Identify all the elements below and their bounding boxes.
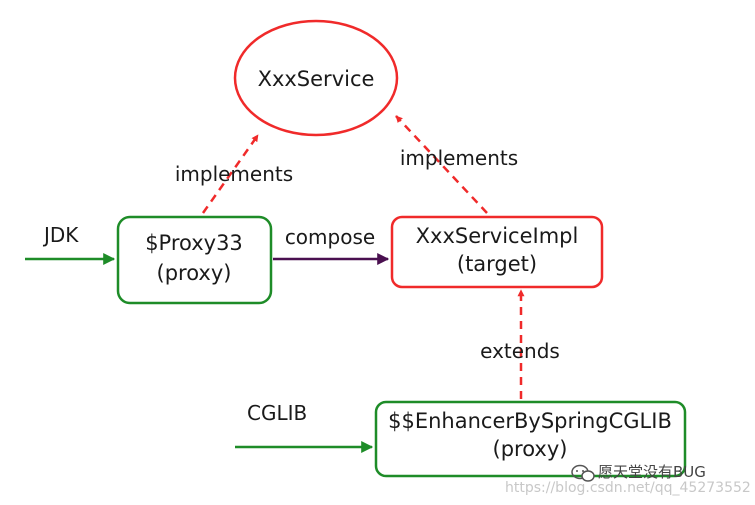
node-impl: XxxServiceImpl (target) bbox=[390, 215, 604, 289]
cglib-proxy-box bbox=[374, 400, 687, 478]
edge-implements-left: implements bbox=[175, 134, 293, 214]
jdk-proxy-box bbox=[116, 215, 273, 305]
wechat-icon bbox=[571, 464, 595, 482]
target-name: XxxServiceImpl bbox=[416, 224, 579, 248]
cglib-proxy-name: $$EnhancerBySpringCGLIB bbox=[388, 409, 672, 433]
watermark: 愿天堂没有BUG https://blog.csdn.net/qq_452735… bbox=[505, 463, 751, 496]
cglib-proxy-role: (proxy) bbox=[493, 437, 568, 461]
watermark-url: https://blog.csdn.net/qq_45273552 bbox=[505, 480, 751, 496]
edge-compose: compose bbox=[273, 225, 390, 265]
extends-label: extends bbox=[480, 339, 560, 363]
node-proxy33: $Proxy33 (proxy) bbox=[116, 215, 273, 305]
jdk-label: JDK bbox=[42, 223, 79, 247]
interface-label: XxxService bbox=[258, 67, 375, 91]
cglib-label: CGLIB bbox=[247, 401, 307, 425]
target-box bbox=[390, 215, 604, 289]
target-role: (target) bbox=[457, 252, 537, 276]
jdk-proxy-name: $Proxy33 bbox=[145, 231, 243, 255]
watermark-account: 愿天堂没有BUG bbox=[598, 463, 706, 481]
implements-left-label: implements bbox=[175, 162, 293, 186]
interface-ellipse bbox=[233, 19, 399, 137]
implements-right-label: implements bbox=[400, 146, 518, 170]
compose-label: compose bbox=[285, 225, 375, 249]
node-xxx-service: XxxService bbox=[233, 19, 399, 137]
edge-implements-right: implements bbox=[395, 115, 518, 214]
jdk-proxy-role: (proxy) bbox=[157, 261, 232, 285]
implements-left-arrow bbox=[201, 134, 260, 214]
edge-extends: extends bbox=[480, 289, 560, 399]
node-cglib-proxy: $$EnhancerBySpringCGLIB (proxy) bbox=[374, 400, 687, 478]
edge-jdk: JDK bbox=[25, 223, 116, 265]
edge-cglib: CGLIB bbox=[235, 401, 374, 453]
